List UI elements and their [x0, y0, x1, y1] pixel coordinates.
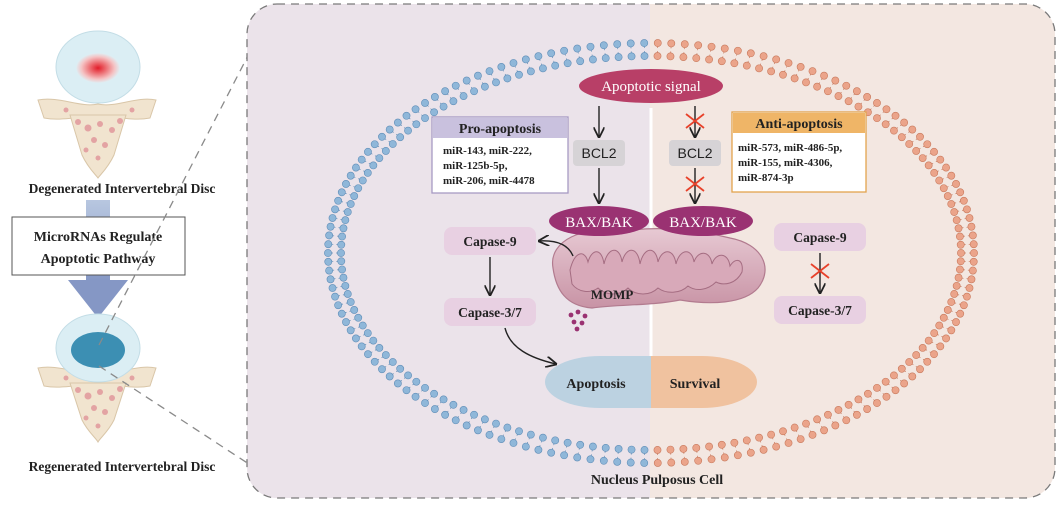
capase37-right-node: [774, 296, 866, 324]
inhibition-x-3: [810, 263, 830, 279]
anti-apoptosis-title: Anti-apoptosis: [755, 117, 843, 132]
cell-membrane-left: [324, 39, 649, 467]
inhibition-marks: [685, 113, 830, 279]
pro-mirna-line-3: miR-206, miR-4478: [443, 175, 535, 187]
cytochrome-release-dots: [568, 309, 588, 332]
bcl2-right-label: BCL2: [677, 145, 712, 161]
pathway-arrows: [490, 106, 820, 364]
regenerated-disc-illustration: [37, 313, 157, 444]
capase37-left-label: Capase-3/7: [458, 305, 522, 320]
capase37-right-label: Capase-3/7: [788, 303, 852, 318]
apoptotic-signal-label: Apoptotic signal: [601, 79, 701, 95]
arrow-capase37-to-apoptosis: [504, 327, 556, 364]
capase9-right-label: Capase-9: [793, 230, 846, 245]
bcl2-left-label: BCL2: [581, 145, 616, 161]
baxbak-left-label: BAX/BAK: [565, 215, 633, 231]
regulate-box-line2: Apoptotic Pathway: [41, 252, 156, 267]
baxbak-right-node: [653, 206, 753, 236]
arrow-mito-to-capase9: [539, 241, 574, 257]
capase9-left-label: Capase-9: [463, 234, 516, 249]
degenerated-disc-illustration: [37, 30, 157, 179]
regenerated-disc-label: Regenerated Intervertebral Disc: [29, 459, 216, 474]
pro-apoptosis-box: Pro-apoptosis miR-143, miR-222, miR-125b…: [431, 116, 569, 194]
bcl2-right-node: [669, 140, 721, 166]
capase9-left-node: [444, 227, 536, 255]
capase9-right-node: [774, 223, 866, 251]
anti-mirna-line-3: miR-874-3p: [738, 172, 794, 184]
apoptotic-signal-node: [579, 69, 723, 103]
anti-mirna-line-1: miR-573, miR-486-5p,: [738, 142, 842, 154]
capase37-left-node: [444, 298, 536, 326]
apoptosis-label: Apoptosis: [566, 377, 626, 392]
survival-node: [651, 356, 757, 408]
zoom-line-top: [98, 41, 256, 346]
cell-membrane-right: [653, 39, 978, 467]
apoptosis-node: [545, 356, 651, 408]
pro-mirna-line-1: miR-143, miR-222,: [443, 145, 532, 157]
bcl2-left-node: [573, 140, 625, 166]
baxbak-left-node: [549, 206, 649, 236]
inhibition-x-2: [685, 176, 705, 192]
mitochondrion-illustration: [552, 228, 766, 309]
survival-label: Survival: [670, 377, 721, 392]
panel-border: [246, 3, 1056, 499]
left-panel: Degenerated Intervertebral Disc MicroRNA…: [11, 30, 256, 474]
anti-mirna-line-2: miR-155, miR-4306,: [738, 157, 833, 169]
degenerated-disc-label: Degenerated Intervertebral Disc: [29, 181, 216, 196]
regulate-box: [11, 216, 186, 276]
anti-apoptosis-box: Anti-apoptosis miR-573, miR-486-5p, miR-…: [731, 111, 867, 193]
pro-apoptosis-title: Pro-apoptosis: [459, 122, 542, 137]
zoom-line-bottom: [98, 365, 256, 469]
nucleus-pulposus-caption: Nucleus Pulposus Cell: [591, 473, 723, 488]
cell-panel: Apoptotic signal Pro-apoptosis miR-143, …: [246, 3, 1056, 499]
inhibition-x-1: [685, 113, 705, 129]
momp-label: MOMP: [591, 287, 634, 302]
regulate-box-line1: MicroRNAs Regulate: [34, 230, 162, 245]
pro-mirna-line-2: miR-125b-5p,: [443, 160, 508, 172]
baxbak-right-label: BAX/BAK: [669, 215, 737, 231]
